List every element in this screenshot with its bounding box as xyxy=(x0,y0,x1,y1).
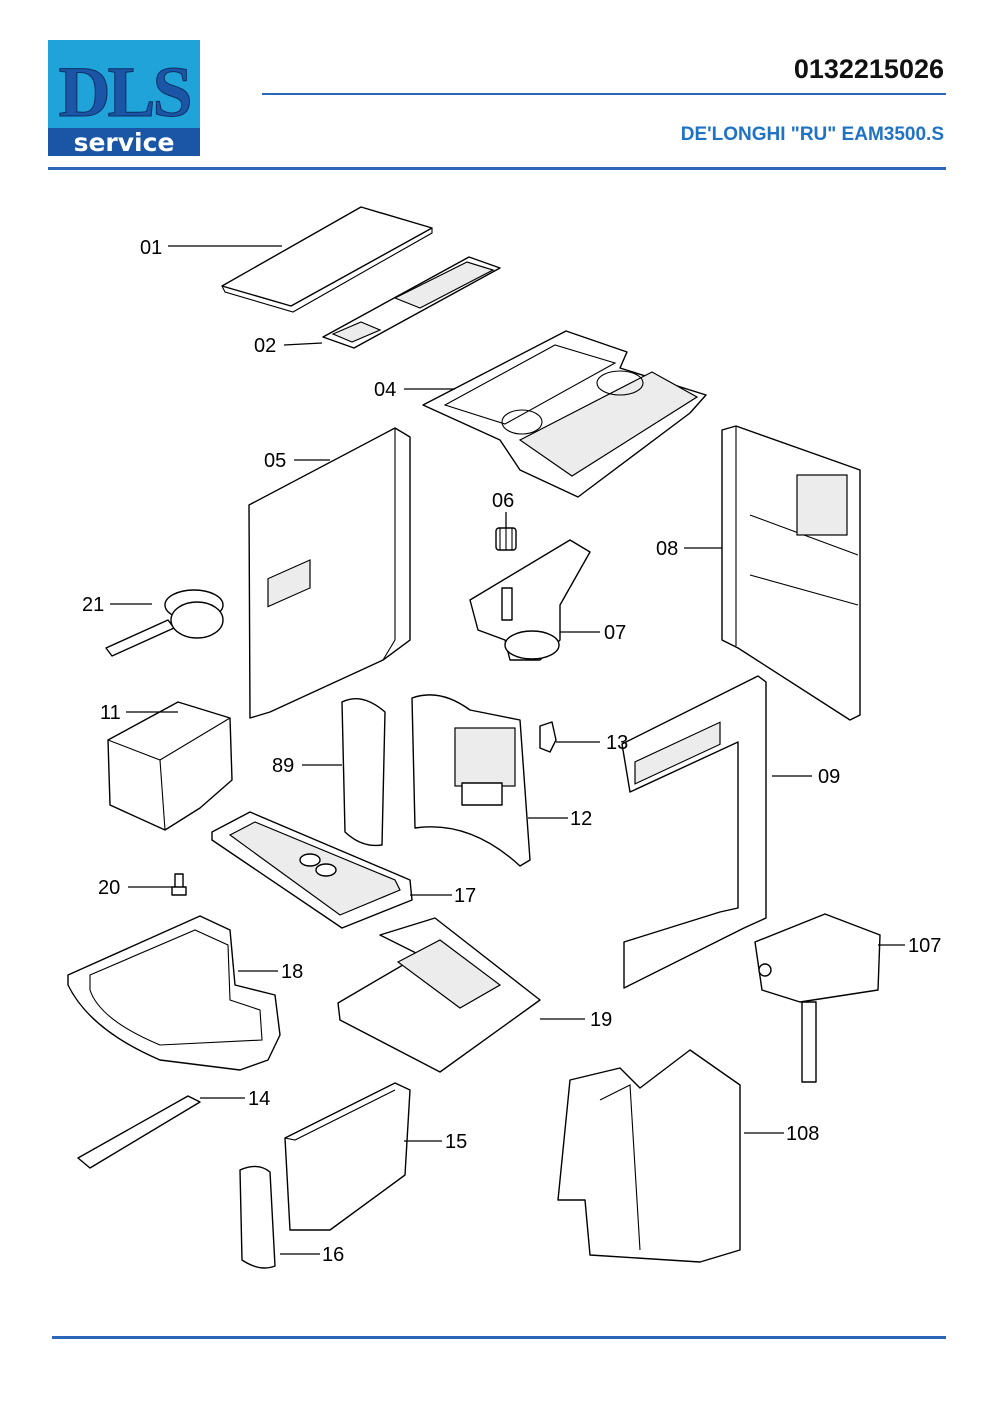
part-17-drip-grid xyxy=(211,811,413,929)
label-05: 05 xyxy=(264,450,286,472)
part-14-handle-strip xyxy=(77,1095,201,1169)
label-17: 17 xyxy=(454,885,476,907)
label-09: 09 xyxy=(818,766,840,788)
document-number: 0132215026 xyxy=(793,54,944,84)
label-18: 18 xyxy=(281,961,303,983)
part-11-grounds-container xyxy=(107,701,233,831)
leader-lines xyxy=(110,245,905,1255)
label-89: 89 xyxy=(272,755,294,777)
part-05-left-side-panel xyxy=(248,427,411,719)
part-108-milk-jug xyxy=(557,1049,741,1263)
part-labels: 01 02 04 05 06 08 21 07 11 89 13 09 12 2… xyxy=(82,237,941,1266)
part-08-right-side-panel xyxy=(721,425,861,721)
part-04-cup-tray xyxy=(422,330,707,498)
header-rule xyxy=(48,167,946,170)
label-04: 04 xyxy=(374,379,396,401)
label-21: 21 xyxy=(82,594,104,616)
label-13: 13 xyxy=(606,732,628,754)
label-07: 07 xyxy=(604,622,626,644)
part-12-infuser-housing xyxy=(411,694,531,867)
part-20-pin xyxy=(171,873,187,896)
part-16-tank-cover xyxy=(239,1165,276,1269)
header-rule-top xyxy=(262,93,946,95)
label-02: 02 xyxy=(254,335,276,357)
part-15-water-tank xyxy=(284,1082,411,1231)
part-18-drip-tray xyxy=(67,915,281,1071)
label-19: 19 xyxy=(590,1009,612,1031)
part-13-clip xyxy=(539,721,557,753)
label-11: 11 xyxy=(100,702,121,724)
part-09-rear-panel xyxy=(621,675,767,989)
dls-service-logo: DLS service xyxy=(48,40,200,156)
label-16: 16 xyxy=(322,1244,344,1266)
footer-rule xyxy=(52,1336,946,1339)
label-08: 08 xyxy=(656,538,678,560)
label-14: 14 xyxy=(248,1088,270,1110)
label-01: 01 xyxy=(140,237,162,259)
label-15: 15 xyxy=(445,1131,467,1153)
part-107-milk-module xyxy=(754,913,881,1083)
part-19-base-frame xyxy=(337,917,541,1073)
model-title: DE'LONGHI "RU" EAM3500.S xyxy=(680,124,944,145)
part-01-top-cover xyxy=(221,206,433,313)
part-89-side-cover xyxy=(341,698,386,847)
label-107: 107 xyxy=(908,935,941,957)
label-06: 06 xyxy=(492,490,514,512)
part-21-measuring-scoop xyxy=(105,589,224,657)
label-20: 20 xyxy=(98,877,120,899)
part-06-knob xyxy=(495,527,517,551)
part-07-funnel xyxy=(469,539,591,661)
part-02-grille-cover xyxy=(322,256,501,349)
label-108: 108 xyxy=(786,1123,819,1145)
logo-text-dls: DLS xyxy=(58,52,189,132)
label-12: 12 xyxy=(570,808,592,830)
logo-text-service: service xyxy=(74,128,175,156)
